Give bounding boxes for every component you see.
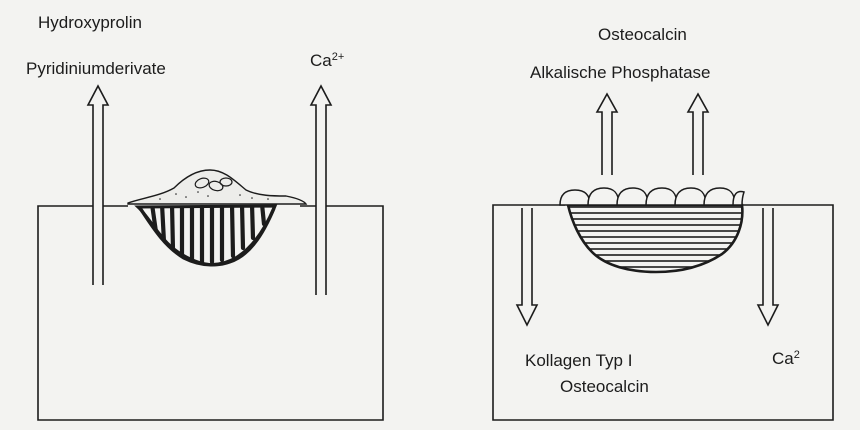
osteoblast-cell	[588, 188, 619, 205]
osteoblast-cell	[704, 188, 735, 205]
osteoblast-cell	[675, 188, 706, 205]
label-calcium-deposited: Ca2	[772, 350, 800, 367]
arrow-down-icon	[758, 208, 778, 325]
osteoblast-row	[560, 188, 744, 205]
osteoblast-cell	[733, 192, 744, 205]
resorption-panel	[38, 86, 383, 420]
label-alkalische-phosphatase: Alkalische Phosphatase	[530, 64, 711, 81]
calcium-charge: 2	[794, 349, 800, 361]
label-hydroxyprolin: Hydroxyprolin	[38, 14, 142, 31]
formation-panel	[493, 94, 833, 420]
label-osteocalcin-top: Osteocalcin	[598, 26, 687, 43]
osteoblast-cell	[646, 188, 677, 205]
arrow-up-icon	[597, 94, 617, 175]
label-kollagen-typ-1: Kollagen Typ I	[525, 352, 632, 369]
osteoid-matrix	[568, 205, 742, 272]
resorption-pit	[138, 204, 275, 265]
label-pyridiniumderivate: Pyridiniumderivate	[26, 60, 166, 77]
osteoblast-cell	[617, 188, 648, 205]
osteoblast-cell	[560, 190, 590, 205]
arrow-down-icon	[517, 208, 537, 325]
label-osteocalcin-bottom: Osteocalcin	[560, 378, 649, 395]
calcium-symbol: Ca	[772, 349, 794, 368]
osteoclast-cell	[128, 170, 306, 204]
calcium-symbol: Ca	[310, 51, 332, 70]
arrow-up-icon	[311, 86, 331, 295]
calcium-charge: 2+	[332, 51, 345, 63]
label-calcium-released: Ca2+	[310, 52, 344, 69]
arrow-up-icon	[88, 86, 108, 285]
arrow-up-icon	[688, 94, 708, 175]
